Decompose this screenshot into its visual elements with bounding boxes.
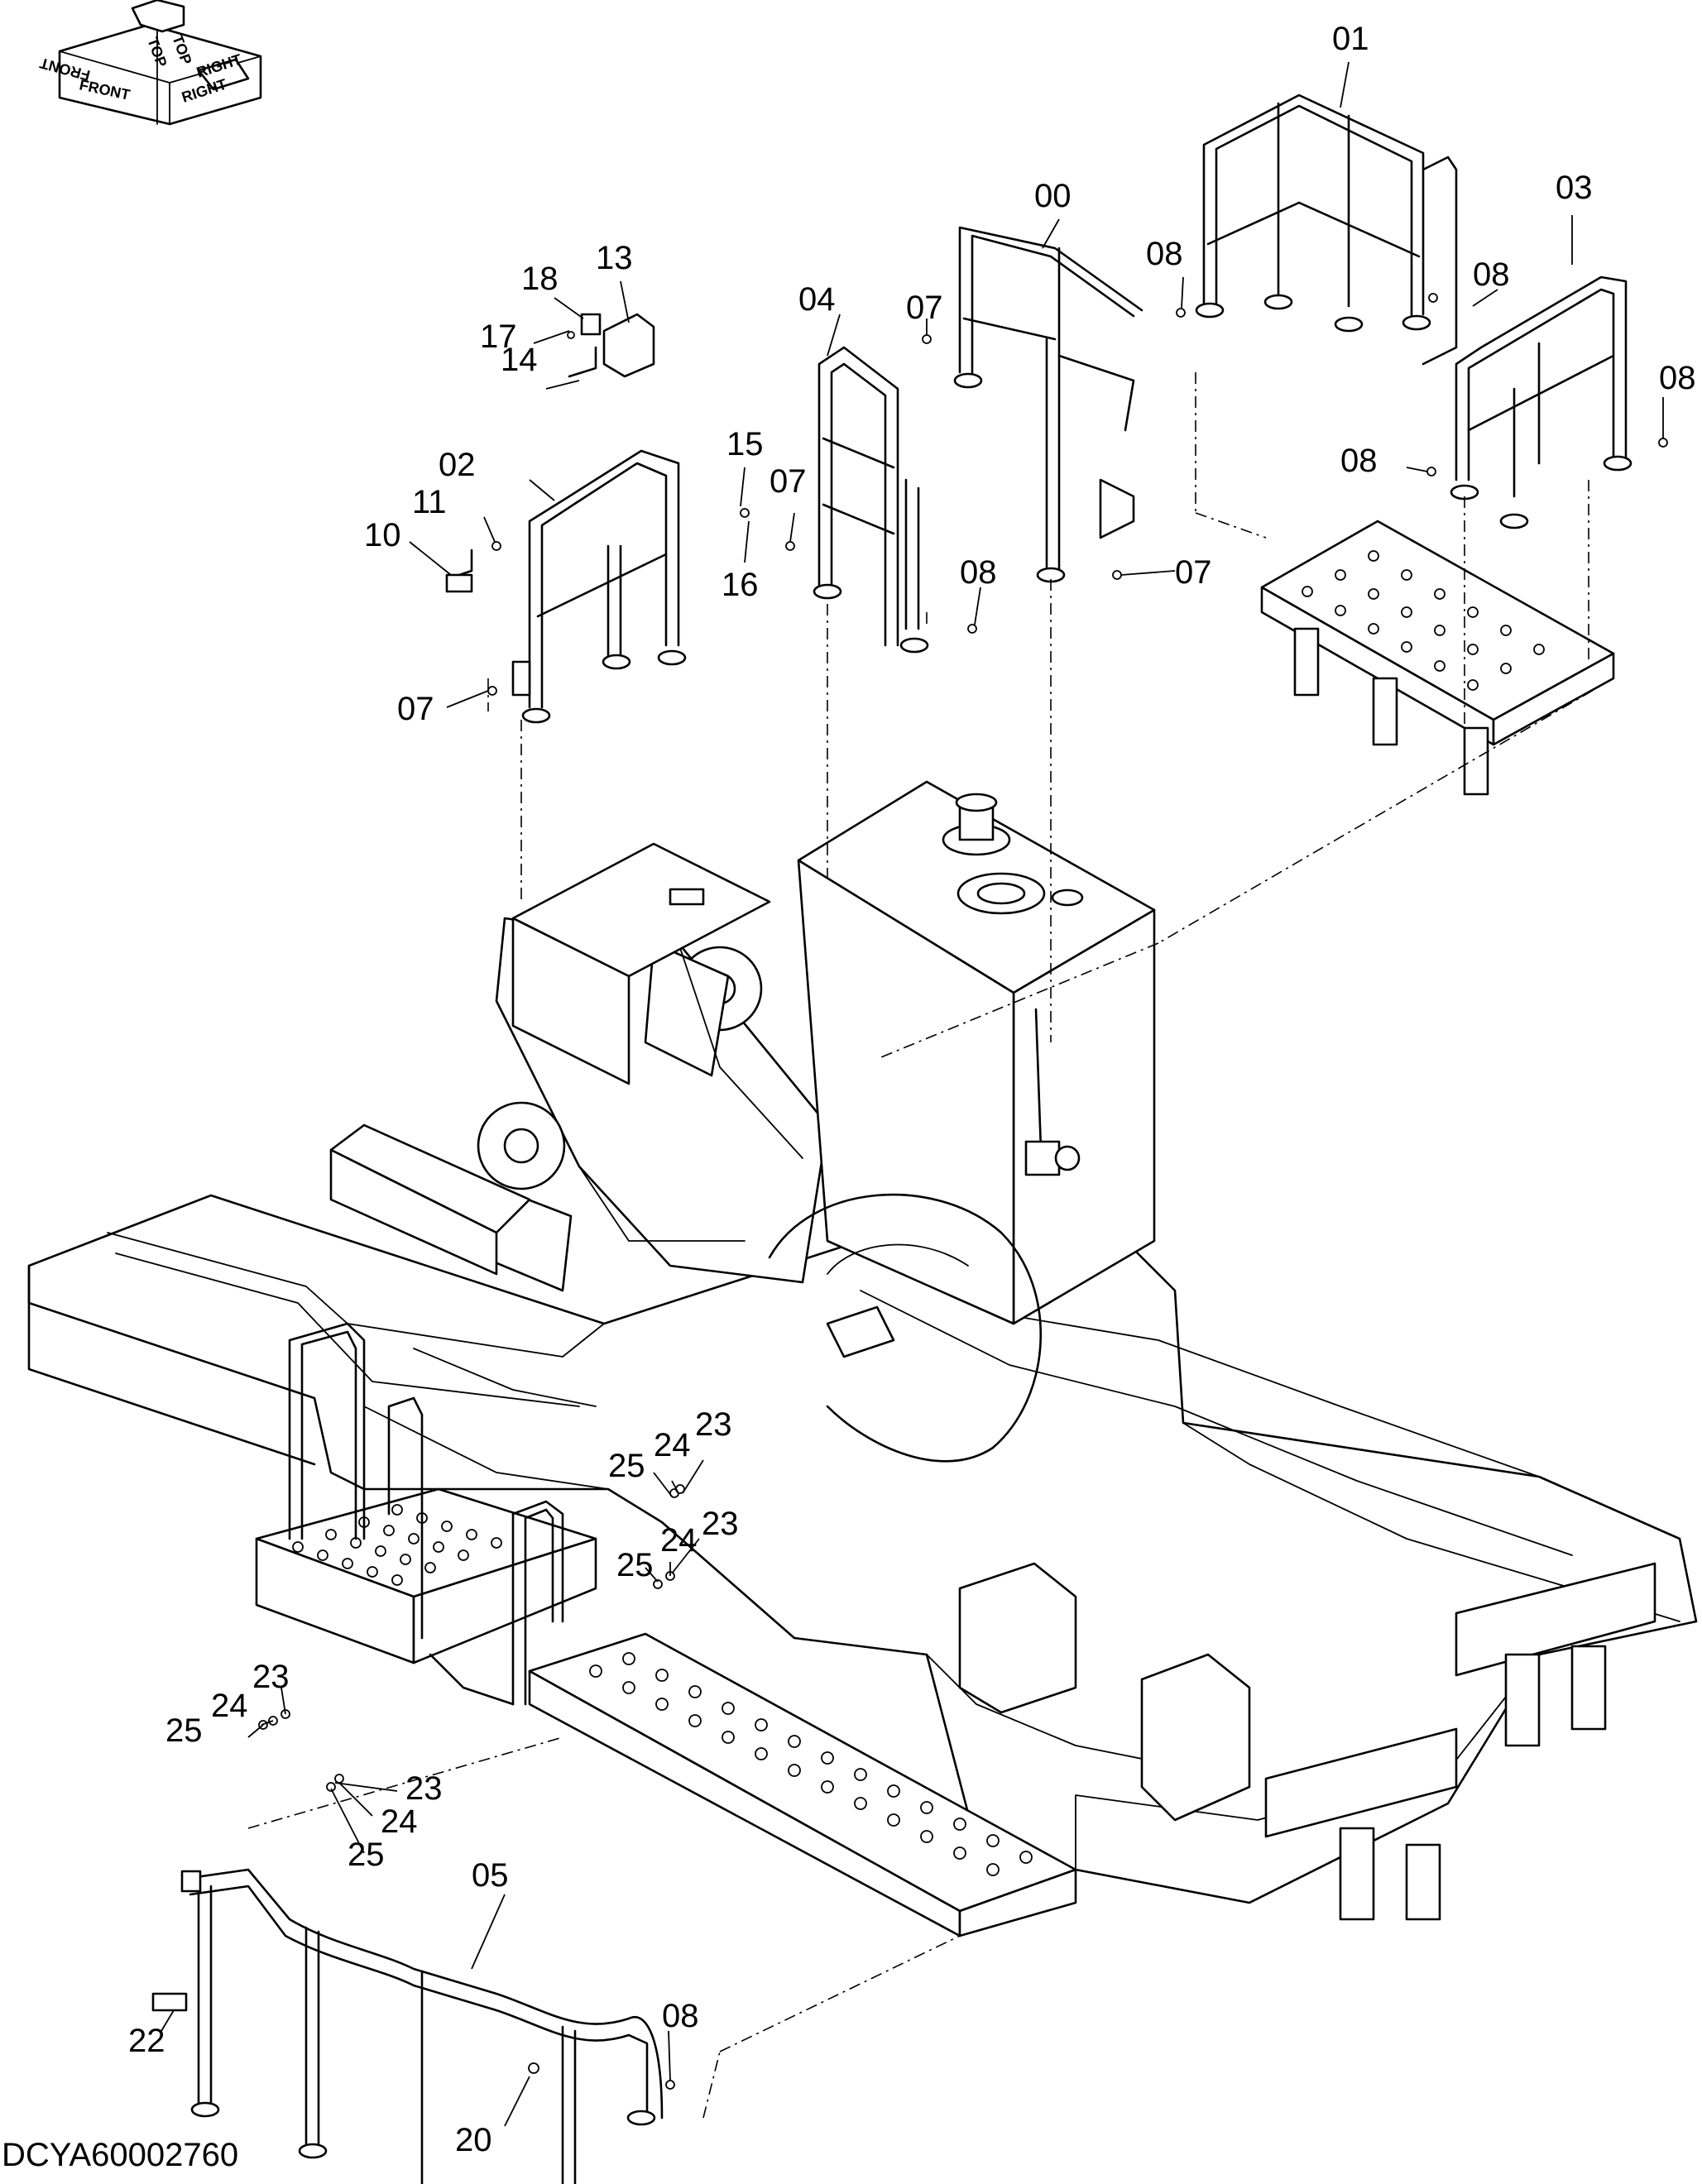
callout-00: 00 [1034,178,1072,214]
callout-03: 03 [1556,170,1593,206]
orientation-cube-icon [58,0,262,126]
callout-17: 17 [480,318,517,355]
callout-11: 11 [412,484,447,520]
callout-07-left: 07 [769,463,807,500]
callout-18: 18 [521,261,559,297]
right-pedestal [958,1562,1251,1822]
hydraulic-tank [797,780,1156,1325]
callout-04: 04 [798,281,836,318]
callout-24-left: 24 [211,1688,248,1724]
swing-circle [768,1193,1042,1463]
callout-08-top: 08 [1146,236,1183,272]
callout-07-right: 07 [1175,554,1212,591]
callout-25-left: 25 [165,1712,203,1749]
callout-01: 01 [1332,21,1369,57]
bracket-10 [445,548,473,593]
handrail-03 [1450,275,1632,529]
fuel-tank [511,842,771,1085]
rear-step-platform [1260,520,1615,796]
drawing-id: DCYA60002760 [2,2137,239,2173]
callout-24-mid: 24 [660,1522,698,1559]
walkway-holes [589,1652,1033,1876]
callout-08-step: 08 [1340,443,1378,479]
callout-24-lower: 24 [381,1803,418,1840]
callout-23-left: 23 [252,1659,290,1695]
left-boom-foot [329,1123,531,1276]
callout-07-center: 07 [906,290,943,326]
callout-02: 02 [439,447,476,483]
left-step-platform [255,1487,597,1664]
callout-22: 22 [128,2023,165,2059]
handrail-02 [511,449,687,724]
handrail-01 [1195,93,1458,366]
callout-08-mid: 08 [960,554,997,591]
callout-05: 05 [472,1857,509,1894]
frame-handrails [288,1322,564,1706]
rear-frame-plates [1264,1562,1656,1921]
callout-15: 15 [726,426,764,462]
callout-23-mid: 23 [702,1506,739,1542]
handrail-04 [813,346,929,654]
handrail-00 [953,226,1143,583]
callout-08-bottom: 08 [662,1998,699,2034]
callout-23-upper: 23 [695,1406,732,1443]
callout-25-lower: 25 [348,1837,385,1873]
callout-24-upper: 24 [654,1427,691,1463]
callout-14: 14 [501,342,538,378]
callout-07-bottom: 07 [397,691,434,727]
callout-25-mid: 25 [616,1547,654,1583]
callout-20: 20 [455,2122,492,2158]
callout-16: 16 [722,567,759,603]
fastener-dots [258,293,1668,2090]
callout-10: 10 [364,517,401,553]
assembly-centerlines [247,372,1614,2119]
mirror-assembly [567,313,655,378]
callout-25-upper: 25 [608,1448,645,1484]
callout-labels: 01 00 03 04 02 08 08 08 08 07 07 08 07 0… [128,21,1696,2158]
callout-13: 13 [596,240,633,276]
handrail-05 [151,1868,664,2184]
callout-23-lower: 23 [405,1770,443,1807]
rear-step-holes [1302,550,1545,691]
callout-08-right-rail: 08 [1473,256,1510,293]
walkway-step [528,1632,1077,1937]
callout-leaders [161,61,1664,2127]
callout-08-far-right: 08 [1659,360,1696,396]
